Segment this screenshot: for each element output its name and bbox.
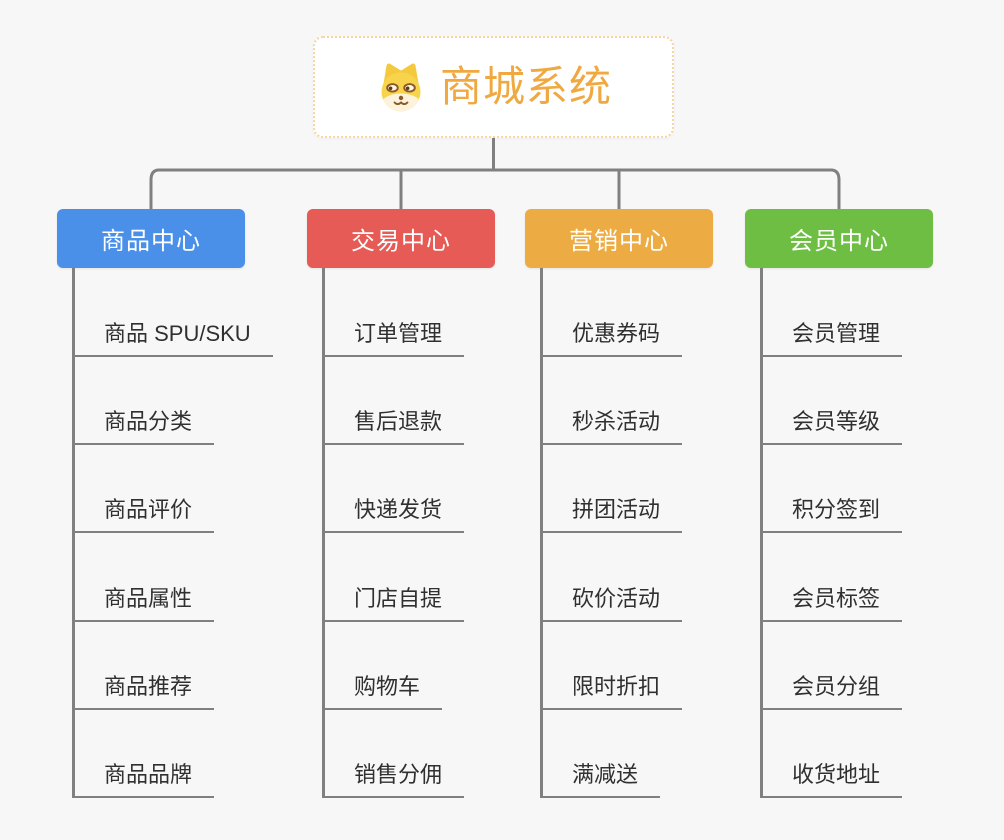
leaf-node[interactable]: 商品属性 bbox=[72, 584, 215, 622]
leaf-node[interactable]: 门店自提 bbox=[322, 584, 465, 622]
leaf-node[interactable]: 收货地址 bbox=[760, 760, 903, 798]
leaf-node[interactable]: 商品品牌 bbox=[72, 760, 215, 798]
branch-trunk-line bbox=[540, 268, 543, 798]
leaf-node[interactable]: 积分签到 bbox=[760, 495, 903, 533]
leaf-node[interactable]: 拼团活动 bbox=[540, 495, 683, 533]
branch-label: 会员中心 bbox=[789, 228, 889, 255]
leaf-node[interactable]: 会员等级 bbox=[760, 407, 903, 445]
leaf-node[interactable]: 砍价活动 bbox=[540, 584, 683, 622]
branch-label: 交易中心 bbox=[351, 228, 451, 255]
branch-marketing-center: 营销中心 优惠券码 秒杀活动 拼团活动 砍价活动 限时折扣 满减送 bbox=[525, 209, 713, 798]
leaf-node[interactable]: 优惠券码 bbox=[540, 319, 683, 357]
branch-rail-line bbox=[149, 168, 841, 212]
branch-member-center: 会员中心 会员管理 会员等级 积分签到 会员标签 会员分组 收货地址 bbox=[745, 209, 933, 798]
leaf-node[interactable]: 商品评价 bbox=[72, 495, 215, 533]
branch-product-center: 商品中心 商品 SPU/SKU 商品分类 商品评价 商品属性 商品推荐 商品品牌 bbox=[57, 209, 273, 798]
root-node[interactable]: 商城系统 bbox=[313, 36, 674, 138]
leaf-node[interactable]: 秒杀活动 bbox=[540, 407, 683, 445]
leaf-node[interactable]: 购物车 bbox=[322, 672, 443, 710]
leaf-node[interactable]: 销售分佣 bbox=[322, 760, 465, 798]
leaf-node[interactable]: 订单管理 bbox=[322, 319, 465, 357]
leaf-node[interactable]: 商品 SPU/SKU bbox=[72, 319, 273, 357]
leaf-node[interactable]: 商品推荐 bbox=[72, 672, 215, 710]
leaf-node[interactable]: 会员标签 bbox=[760, 584, 903, 622]
leaf-node[interactable]: 限时折扣 bbox=[540, 672, 683, 710]
branch-label: 营销中心 bbox=[569, 228, 669, 255]
leaf-node[interactable]: 满减送 bbox=[540, 760, 661, 798]
branch-trade-center: 交易中心 订单管理 售后退款 快递发货 门店自提 购物车 销售分佣 bbox=[307, 209, 495, 798]
leaf-node[interactable]: 售后退款 bbox=[322, 407, 465, 445]
leaf-node[interactable]: 会员管理 bbox=[760, 319, 903, 357]
branch-node-product-center[interactable]: 商品中心 bbox=[57, 209, 245, 268]
branch-trunk-line bbox=[760, 268, 763, 798]
branch-trunk-line bbox=[72, 268, 75, 798]
dog-face-icon bbox=[381, 63, 421, 112]
branch-label: 商品中心 bbox=[101, 228, 201, 255]
leaf-node[interactable]: 会员分组 bbox=[760, 672, 903, 710]
leaf-node[interactable]: 商品分类 bbox=[72, 407, 215, 445]
branch-node-member-center[interactable]: 会员中心 bbox=[745, 209, 933, 268]
root-title: 商城系统 bbox=[439, 63, 612, 110]
leaf-node[interactable]: 快递发货 bbox=[322, 495, 465, 533]
branch-node-marketing-center[interactable]: 营销中心 bbox=[525, 209, 713, 268]
branch-node-trade-center[interactable]: 交易中心 bbox=[307, 209, 495, 268]
branch-trunk-line bbox=[322, 268, 325, 798]
